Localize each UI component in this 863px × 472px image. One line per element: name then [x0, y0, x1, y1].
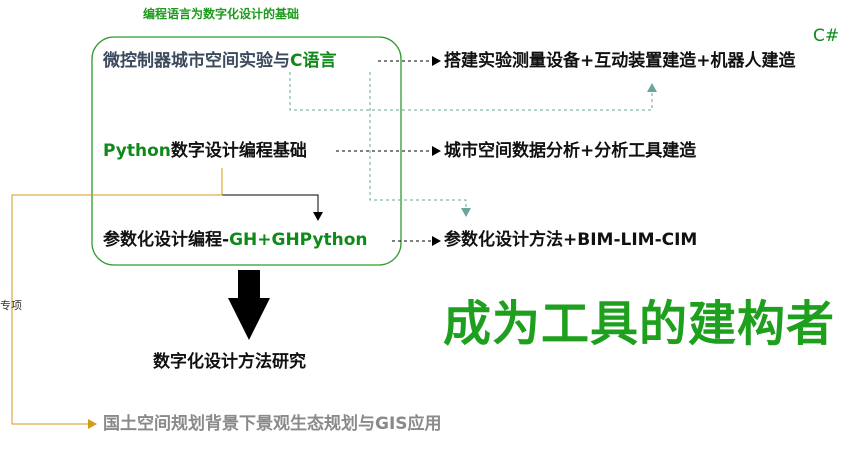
- connector-special-to-gis: [11, 168, 223, 429]
- node-parametric-gh: GH+GHPython: [229, 230, 368, 250]
- slogan: 成为工具的建构者: [443, 296, 836, 352]
- big-down-arrow: [228, 270, 270, 340]
- diagram-title: 编程语言为数字化设计的基础: [143, 7, 300, 21]
- node-research: 数字化设计方法研究: [153, 352, 306, 372]
- node-microcontroller: 微控制器城市空间实验与C语言: [103, 53, 336, 70]
- output-microcontroller: 搭建实验测量设备+互动装置建造+机器人建造: [444, 51, 796, 71]
- node-parametric: 参数化设计编程-GH+GHPython: [103, 232, 368, 249]
- node-microcontroller-c-language: C语言: [290, 51, 337, 71]
- output-parametric: 参数化设计方法+BIM-LIM-CIM: [444, 230, 698, 250]
- node-python: Python数字设计编程基础: [103, 143, 307, 160]
- node-parametric-text: 参数化设计编程-: [103, 230, 230, 250]
- node-python-text: 数字设计编程基础: [170, 141, 307, 161]
- connector-python-to-param: [221, 168, 323, 221]
- node-gis: 国土空间规划背景下景观生态规划与GIS应用: [103, 414, 442, 434]
- csharp-label: C#: [813, 26, 840, 46]
- language-group-box: [91, 36, 402, 266]
- connector-python-up-to-output1: [289, 83, 657, 111]
- output-python: 城市空间数据分析+分析工具建造: [444, 141, 697, 161]
- node-microcontroller-text: 微控制器城市空间实验与: [103, 51, 290, 71]
- node-python-keyword: Python: [103, 141, 171, 161]
- special-label: 专项: [0, 299, 22, 312]
- connector-micro-down-to-output3: [369, 72, 471, 217]
